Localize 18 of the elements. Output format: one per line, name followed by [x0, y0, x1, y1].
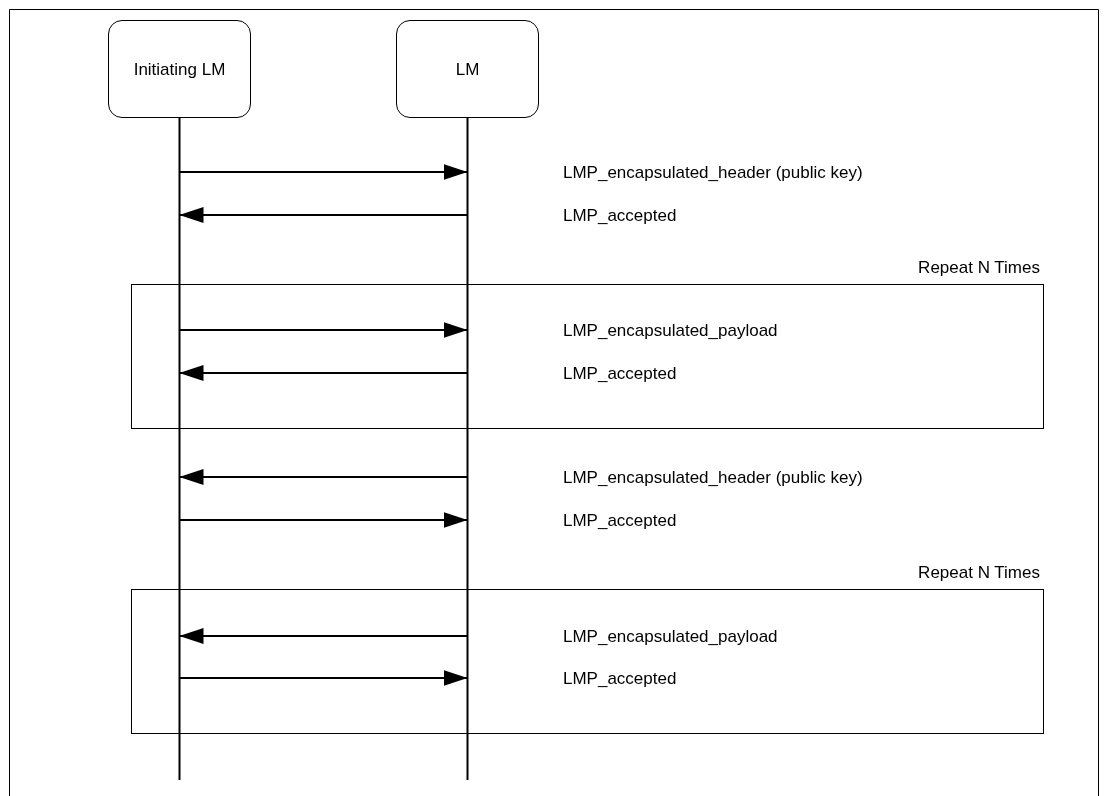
- message-arrow: [178, 469, 469, 485]
- message-arrow: [178, 164, 469, 180]
- message-arrow: [178, 365, 469, 381]
- message-label: LMP_encapsulated_header (public key): [563, 161, 863, 183]
- message-label: LMP_accepted: [563, 204, 677, 226]
- participant-name: LM: [454, 58, 481, 80]
- message-arrow: [178, 322, 469, 338]
- message-label: LMP_accepted: [563, 362, 677, 384]
- message-arrow: [178, 512, 469, 528]
- message-arrow: [178, 670, 469, 686]
- message-label: LMP_accepted: [563, 509, 677, 531]
- message-label: LMP_encapsulated_payload: [563, 319, 778, 341]
- message-arrow: [178, 207, 469, 223]
- message-arrow: [178, 628, 469, 644]
- participant-name: Initiating LM: [132, 58, 227, 80]
- message-label: LMP_encapsulated_header (public key): [563, 466, 863, 488]
- message-label: LMP_accepted: [563, 667, 677, 689]
- message-label: LMP_encapsulated_payload: [563, 625, 778, 647]
